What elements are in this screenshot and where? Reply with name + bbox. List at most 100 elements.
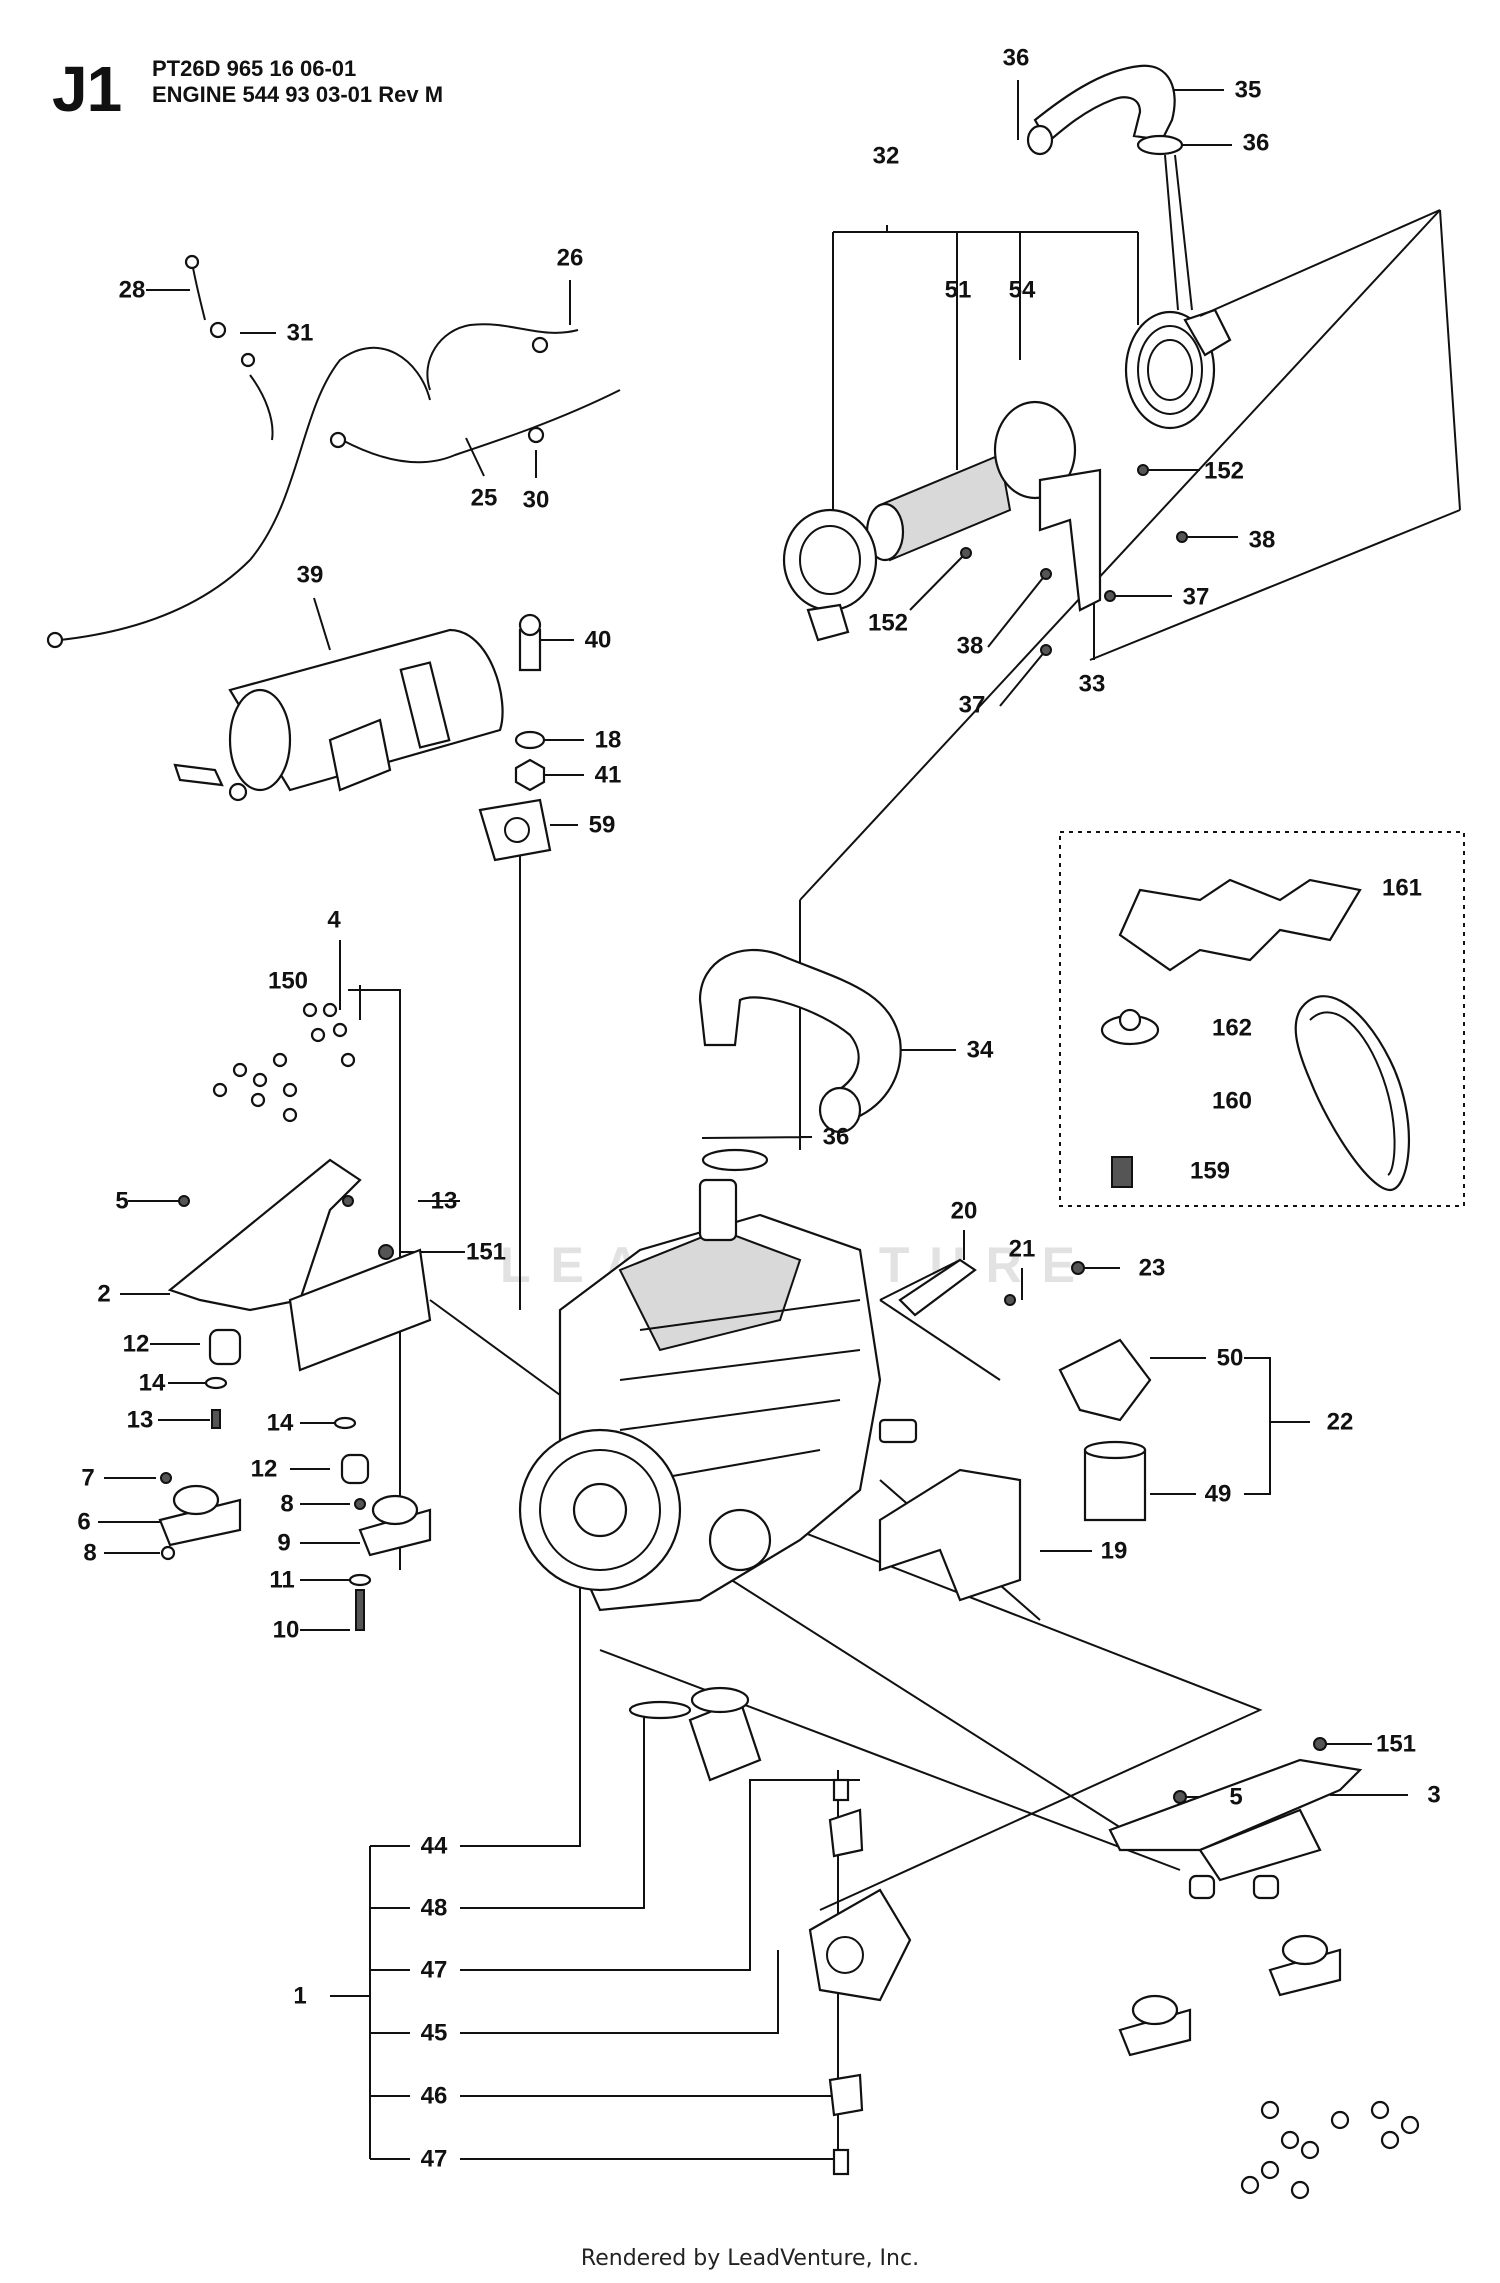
callout-c31: 31	[287, 320, 314, 347]
callout-c50: 50	[1217, 1345, 1244, 1372]
callout-c4: 4	[327, 907, 341, 934]
filter-49	[1083, 1448, 1147, 1522]
callout-c14b: 14	[267, 1410, 294, 1437]
callout-c2: 2	[97, 1281, 110, 1308]
callout-c5a: 5	[115, 1188, 128, 1215]
engine-number: ENGINE 544 93 03-01 Rev M	[152, 82, 444, 107]
callout-c47b: 47	[421, 2146, 448, 2173]
callout-c59: 59	[589, 812, 616, 839]
left-engine-bracket	[158, 1002, 432, 1631]
callout-c161: 161	[1382, 875, 1422, 902]
leader-lines	[98, 80, 1441, 2170]
fuel-hose-group	[46, 254, 621, 649]
nut-41	[514, 758, 546, 792]
callout-c36b: 36	[1243, 130, 1270, 157]
callout-labels: 1234556788910111212131314141819202122232…	[77, 45, 1440, 2173]
callout-c25: 25	[471, 485, 498, 512]
hose-28	[191, 261, 206, 321]
callout-c49: 49	[1205, 1481, 1232, 1508]
callout-c6: 6	[77, 1509, 90, 1536]
callout-c12b: 12	[251, 1456, 278, 1483]
engine-block	[518, 1178, 918, 1612]
callout-c9: 9	[277, 1530, 290, 1557]
callout-c39: 39	[297, 562, 324, 589]
callout-c8a: 8	[83, 1540, 96, 1567]
callout-c152a: 152	[1204, 458, 1244, 485]
clamp-36-top-right	[1136, 134, 1184, 156]
callout-c7: 7	[81, 1465, 94, 1492]
callout-c5b: 5	[1229, 1784, 1242, 1811]
air-filter-assembly	[782, 64, 1461, 661]
o-ring-44	[628, 1700, 692, 1720]
callout-c151b: 151	[1376, 1731, 1416, 1758]
callout-c35: 35	[1235, 77, 1262, 104]
right-engine-bracket	[1108, 1737, 1420, 2200]
fitting-46-lower	[828, 2073, 864, 2117]
fuel-pump-group	[878, 1258, 1152, 1602]
callout-c44: 44	[421, 1833, 448, 1860]
callout-c11: 11	[269, 1567, 294, 1594]
callout-c38b: 38	[957, 633, 984, 660]
gasket-161	[1118, 878, 1362, 972]
bracket-ring-54	[993, 400, 1077, 500]
bracket-2	[167, 1158, 362, 1312]
callout-c37b: 37	[959, 692, 986, 719]
damper-12-upper	[208, 1328, 242, 1366]
callout-c12a: 12	[123, 1331, 150, 1358]
callout-c8b: 8	[280, 1491, 293, 1518]
hose-26	[426, 323, 579, 391]
footer-credit: Rendered by LeadVenture, Inc.	[580, 2246, 920, 2271]
callout-c160: 160	[1212, 1088, 1252, 1115]
bracket-19	[878, 1468, 1022, 1602]
model-number: PT26D 965 16 06-01	[152, 56, 357, 81]
callout-c37a: 37	[1183, 584, 1210, 611]
fitting-46-upper	[828, 1808, 864, 1858]
callout-c34: 34	[967, 1037, 994, 1064]
callout-c21: 21	[1009, 1236, 1036, 1263]
callout-c151a: 151	[466, 1239, 506, 1266]
callout-c19: 19	[1101, 1538, 1128, 1565]
fuse-159	[1111, 1156, 1133, 1188]
callout-c33: 33	[1079, 671, 1106, 698]
damper-12-lower	[340, 1453, 370, 1485]
clamp-36-top-left	[1026, 124, 1054, 156]
callout-c54: 54	[1009, 277, 1036, 304]
callout-c30: 30	[523, 487, 550, 514]
callout-c14a: 14	[139, 1370, 166, 1397]
callout-c162: 162	[1212, 1015, 1252, 1042]
lower-engine-parts	[628, 1686, 912, 2176]
callout-c40: 40	[585, 627, 612, 654]
callout-c26: 26	[557, 245, 584, 272]
callout-c18: 18	[595, 727, 622, 754]
diagram-code: J1	[52, 53, 122, 125]
callout-c1: 1	[293, 1983, 306, 2010]
callout-c13b: 13	[127, 1407, 154, 1434]
hose-35	[1033, 64, 1176, 144]
callout-c48: 48	[421, 1895, 448, 1922]
muffler-39	[228, 628, 504, 792]
service-kit-box	[1059, 831, 1465, 1207]
hose-25	[341, 389, 621, 464]
callout-c23: 23	[1139, 1255, 1166, 1282]
callout-c36a: 36	[1003, 45, 1030, 72]
callout-c38a: 38	[1249, 527, 1276, 554]
callout-c32: 32	[873, 143, 900, 170]
bracket-33	[1038, 468, 1102, 612]
bracket-3	[1108, 1758, 1363, 1852]
callout-c47a: 47	[421, 1957, 448, 1984]
muffler-assembly	[173, 613, 552, 862]
callout-c22: 22	[1327, 1409, 1354, 1436]
callout-c46: 46	[421, 2083, 448, 2110]
callout-c3: 3	[1427, 1782, 1440, 1809]
oil-filter-housing	[708, 1508, 772, 1572]
callout-c51: 51	[945, 277, 972, 304]
callout-c159: 159	[1190, 1158, 1230, 1185]
callout-c41: 41	[595, 762, 622, 789]
gasket-59	[478, 798, 552, 862]
callout-c36c: 36	[823, 1124, 850, 1151]
bracket-20	[898, 1258, 977, 1317]
air-pipe-34	[698, 948, 902, 1172]
callout-c28: 28	[119, 277, 146, 304]
air-cleaner-housing	[1124, 310, 1216, 430]
